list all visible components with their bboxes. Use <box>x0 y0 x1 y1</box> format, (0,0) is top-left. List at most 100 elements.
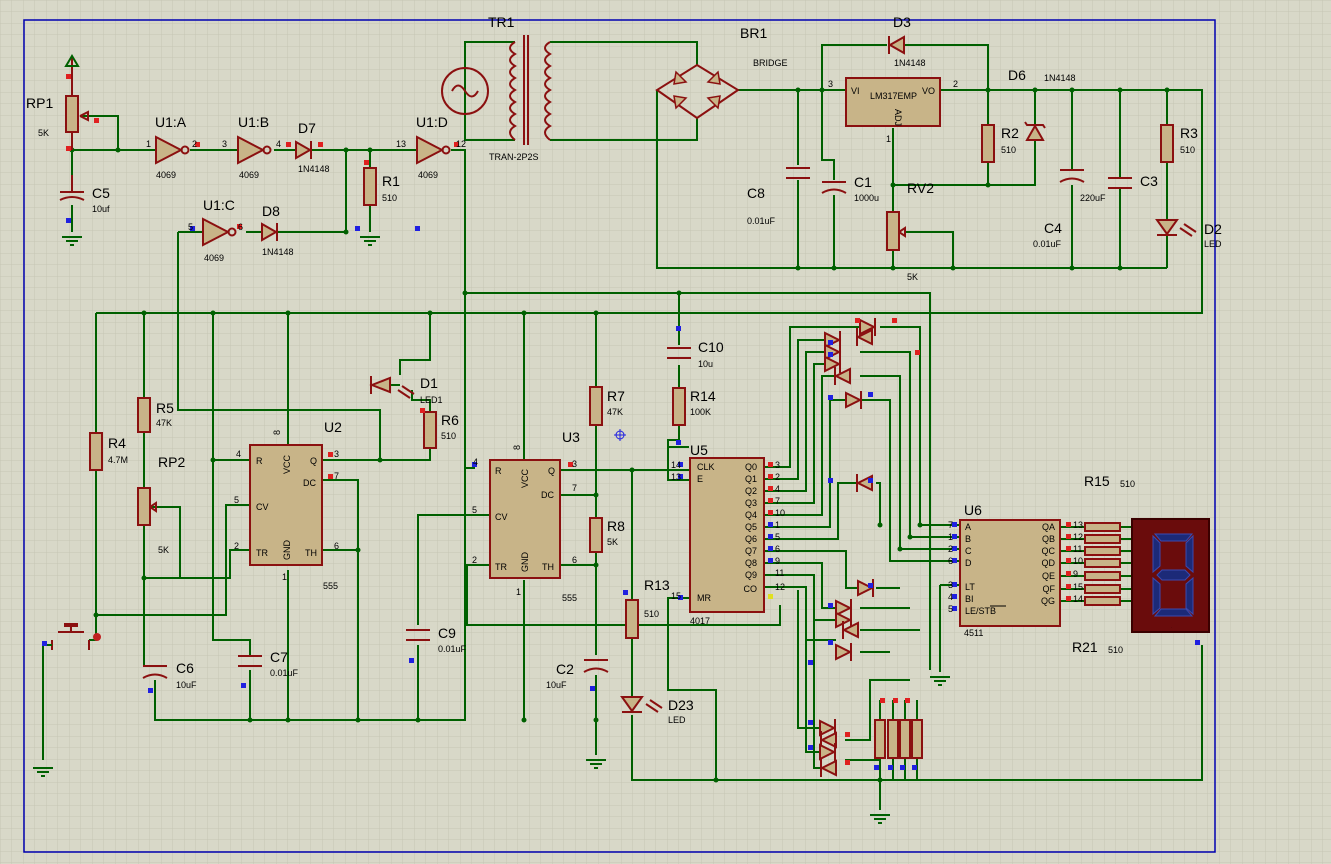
d3-symbol[interactable] <box>887 35 905 55</box>
u6-pin-num-10: 10 <box>1073 556 1083 566</box>
c10-symbol[interactable] <box>667 347 691 359</box>
r1-value: 510 <box>382 193 397 203</box>
r5-symbol[interactable] <box>137 397 151 433</box>
seven-segment-display[interactable]: 8 <box>1131 518 1210 633</box>
u6-pin-num-4: 4 <box>948 592 953 602</box>
u1b-ref: U1:B <box>238 114 269 130</box>
u6-pin-num-5: 5 <box>948 604 953 614</box>
u1b-symbol[interactable] <box>237 135 272 165</box>
u6-pin-c: C <box>965 546 972 556</box>
r4-symbol[interactable] <box>89 432 103 471</box>
c6-symbol[interactable] <box>142 665 168 679</box>
tr1-symbol[interactable] <box>441 35 552 145</box>
push-button-symbol[interactable] <box>43 623 101 650</box>
u2-pin-vcc-num: 8 <box>272 430 282 435</box>
u5-pin-num-1: 1 <box>775 520 780 530</box>
r2-value: 510 <box>1001 145 1016 155</box>
r6-ref: R6 <box>441 412 459 428</box>
rp1-value: 5K <box>38 128 49 138</box>
d23-value: LED <box>668 715 686 725</box>
r13-symbol[interactable] <box>625 599 639 639</box>
u2-pin-dc-num: 7 <box>334 471 339 481</box>
d7-symbol[interactable] <box>295 140 313 160</box>
r7-symbol[interactable] <box>589 386 603 426</box>
u3-body[interactable] <box>489 459 561 579</box>
r8-symbol[interactable] <box>589 517 603 553</box>
c8-symbol[interactable] <box>786 167 810 179</box>
u5-pin-q3: Q3 <box>745 498 757 508</box>
u1d-value: 4069 <box>418 170 438 180</box>
d8-symbol[interactable] <box>261 222 279 242</box>
u3-ref: U3 <box>562 429 580 445</box>
c7-ref: C7 <box>270 649 288 665</box>
c5-symbol[interactable] <box>59 175 85 201</box>
br1-symbol[interactable] <box>655 63 740 120</box>
d6-symbol[interactable] <box>1024 121 1046 141</box>
resistor-pack[interactable] <box>874 719 923 759</box>
rp1-symbol[interactable] <box>64 54 89 150</box>
u3-pin-dc-num: 7 <box>572 483 577 493</box>
u6-pin-le-stb: LE/STB <box>965 606 996 616</box>
d7-ref: D7 <box>298 120 316 136</box>
c3-symbol[interactable] <box>1108 177 1132 189</box>
rp2-ref: RP2 <box>158 454 185 470</box>
u1d-symbol[interactable] <box>416 135 451 165</box>
d2-symbol[interactable] <box>1155 219 1197 237</box>
c9-symbol[interactable] <box>406 629 430 641</box>
lm317-body[interactable] <box>845 77 941 127</box>
r14-ref: R14 <box>690 388 716 404</box>
u1a-symbol[interactable] <box>155 135 190 165</box>
u2-body[interactable] <box>249 444 323 566</box>
u6-pin-num-3: 3 <box>948 580 953 590</box>
rp2-symbol[interactable] <box>137 487 157 526</box>
r1-symbol[interactable] <box>363 167 377 206</box>
d2-value: LED <box>1204 239 1222 249</box>
d1-value: LED1 <box>420 395 443 405</box>
r5-ref: R5 <box>156 400 174 416</box>
u5-body[interactable] <box>689 457 765 613</box>
r4-value: 4.7M <box>108 455 128 465</box>
u5-pin-q2: Q2 <box>745 486 757 496</box>
reg-ref: LM317EMP <box>870 91 917 101</box>
u6-body[interactable] <box>959 519 1061 627</box>
r6-symbol[interactable] <box>423 411 437 449</box>
u1a-value: 4069 <box>156 170 176 180</box>
u5-value: 4017 <box>690 616 710 626</box>
u3-pin-dc: DC <box>541 490 554 500</box>
u1c-symbol[interactable] <box>202 217 237 247</box>
c7-symbol[interactable] <box>238 655 262 667</box>
u6-pin-num-11: 11 <box>1073 544 1082 554</box>
u5-pin-mr: MR <box>697 593 711 603</box>
u6-pin-qb: QB <box>1042 534 1055 544</box>
d23-symbol[interactable] <box>620 696 663 713</box>
c5-ref: C5 <box>92 185 110 201</box>
c4-value: 0.01uF <box>1033 239 1062 249</box>
rv2-symbol[interactable] <box>886 211 906 251</box>
rp2-value: 5K <box>158 545 169 555</box>
c9-ref: C9 <box>438 625 456 641</box>
u1d-pin13: 13 <box>396 139 406 149</box>
r4-ref: R4 <box>108 435 126 451</box>
r15-value: 510 <box>1120 479 1135 489</box>
u6-value: 4511 <box>964 628 983 638</box>
d1-symbol[interactable] <box>369 376 415 399</box>
r2-symbol[interactable] <box>981 124 995 163</box>
u2-pin-cv-num: 5 <box>234 495 239 505</box>
u5-ref: U5 <box>690 442 708 458</box>
c1-symbol[interactable] <box>821 181 847 194</box>
r14-symbol[interactable] <box>672 387 686 426</box>
segment-resistors[interactable] <box>1084 522 1121 606</box>
r3-symbol[interactable] <box>1160 124 1174 163</box>
u5-pin-num-10: 10 <box>775 508 785 518</box>
u5-pin-e: E <box>697 474 703 484</box>
u3-pin-q-num: 3 <box>572 459 577 469</box>
c4-symbol[interactable] <box>1059 169 1085 183</box>
c2-symbol[interactable] <box>583 659 609 673</box>
u5-pin-num-6: 6 <box>775 544 780 554</box>
d2-ref: D2 <box>1204 221 1222 237</box>
u5-pin-num-3: 3 <box>775 460 780 470</box>
r3-value: 510 <box>1180 145 1195 155</box>
u5-pin-q5: Q5 <box>745 522 757 532</box>
